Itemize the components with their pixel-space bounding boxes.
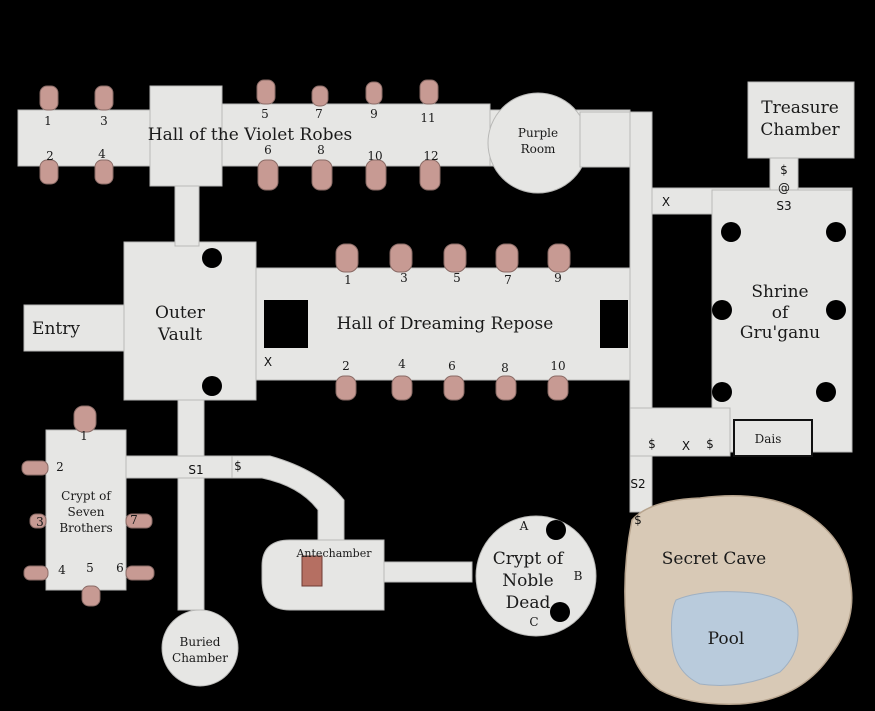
svg-text:6: 6 xyxy=(448,359,456,373)
label-hall-dreaming: Hall of Dreaming Repose xyxy=(337,314,554,334)
svg-text:2: 2 xyxy=(56,460,64,474)
svg-text:1: 1 xyxy=(344,273,352,287)
svg-text:S1: S1 xyxy=(188,463,203,477)
label-crypt-seven-3: Brothers xyxy=(59,521,112,535)
label-crypt-seven-1: Crypt of xyxy=(61,489,112,503)
markers: S1 S2 S3 X X X $ $ $ $ $ @ xyxy=(188,163,791,527)
svg-text:8: 8 xyxy=(317,143,325,157)
svg-text:3: 3 xyxy=(100,114,108,128)
label-shrine-1: Shrine xyxy=(751,282,808,302)
label-entry: Entry xyxy=(32,319,80,339)
svg-text:$: $ xyxy=(234,459,242,473)
svg-text:5: 5 xyxy=(453,271,461,285)
label-noble-3: Dead xyxy=(506,593,551,613)
label-buried-1: Buried xyxy=(180,635,221,649)
svg-text:X: X xyxy=(662,195,670,209)
hall-dreaming-gap-left xyxy=(264,300,308,348)
s1-corridor xyxy=(123,455,235,479)
svg-text:S2: S2 xyxy=(630,477,645,491)
svg-text:1: 1 xyxy=(44,114,52,128)
pool xyxy=(671,591,799,686)
pillars xyxy=(202,222,846,622)
svg-text:2: 2 xyxy=(46,149,54,163)
svg-text:B: B xyxy=(574,569,583,583)
violet-alcoves xyxy=(39,79,441,191)
svg-text:9: 9 xyxy=(370,107,378,121)
svg-text:A: A xyxy=(519,519,529,533)
label-secret-cave: Secret Cave xyxy=(662,549,766,569)
label-crypt-seven-2: Seven xyxy=(68,505,105,519)
entry-room xyxy=(23,304,125,352)
label-shrine-2: of xyxy=(772,303,790,323)
seven-alcoves xyxy=(21,405,155,607)
svg-text:$: $ xyxy=(780,163,788,177)
svg-text:X: X xyxy=(264,355,272,369)
svg-text:@: @ xyxy=(778,181,790,195)
svg-text:5: 5 xyxy=(261,107,269,121)
label-noble-1: Crypt of xyxy=(493,549,565,569)
dreaming-alcoves xyxy=(335,243,571,401)
label-purple-1: Purple xyxy=(518,126,558,140)
label-pool: Pool xyxy=(708,629,745,649)
label-buried-2: Chamber xyxy=(172,651,228,665)
svg-text:7: 7 xyxy=(504,273,512,287)
svg-text:11: 11 xyxy=(420,111,435,125)
svg-text:10: 10 xyxy=(550,359,565,373)
svg-text:6: 6 xyxy=(116,561,124,575)
hall-dreaming-repose xyxy=(255,267,631,381)
svg-text:3: 3 xyxy=(36,515,44,529)
outer-vault xyxy=(123,241,257,401)
svg-text:7: 7 xyxy=(130,513,138,527)
label-hall-violet: Hall of the Violet Robes xyxy=(148,125,353,145)
svg-text:S3: S3 xyxy=(776,199,791,213)
label-outer-vault-2: Vault xyxy=(157,325,202,345)
svg-text:4: 4 xyxy=(398,357,406,371)
buried-chamber xyxy=(161,609,239,687)
vault-connector xyxy=(174,185,200,247)
svg-text:1: 1 xyxy=(80,429,88,443)
south-corridor xyxy=(177,399,205,611)
label-dais: Dais xyxy=(755,432,782,446)
winding-stair xyxy=(231,455,345,547)
label-treasure-1: Treasure xyxy=(761,98,839,118)
label-purple-2: Room xyxy=(521,142,556,156)
svg-text:X: X xyxy=(682,439,690,453)
svg-text:C: C xyxy=(529,615,538,629)
seven-numbers: 1 2 3 4 5 6 7 xyxy=(36,429,138,577)
lower-east-corridor xyxy=(629,407,731,457)
ante-altar xyxy=(301,555,323,587)
svg-text:4: 4 xyxy=(58,563,66,577)
svg-text:$: $ xyxy=(648,437,656,451)
dais xyxy=(733,419,813,457)
svg-text:$: $ xyxy=(634,513,642,527)
violet-numbers: 1 3 5 7 9 11 2 4 6 8 10 12 xyxy=(44,107,438,163)
antechamber xyxy=(261,539,385,611)
label-shrine-3: Gru'ganu xyxy=(740,323,820,343)
svg-text:3: 3 xyxy=(400,271,408,285)
label-noble-2: Noble xyxy=(502,571,554,591)
svg-text:2: 2 xyxy=(342,359,350,373)
svg-text:12: 12 xyxy=(423,149,438,163)
dreaming-numbers: 1 3 5 7 9 2 4 6 8 10 xyxy=(342,271,565,375)
noble-letters: A B C xyxy=(519,519,583,629)
label-treasure-2: Chamber xyxy=(760,120,840,140)
svg-text:10: 10 xyxy=(367,149,382,163)
svg-text:5: 5 xyxy=(86,561,94,575)
ante-connector xyxy=(383,561,473,583)
svg-text:8: 8 xyxy=(501,361,509,375)
svg-text:7: 7 xyxy=(315,107,323,121)
svg-text:9: 9 xyxy=(554,271,562,285)
svg-text:4: 4 xyxy=(98,147,106,161)
treasure-chamber xyxy=(747,81,855,159)
label-outer-vault-1: Outer xyxy=(155,303,206,323)
svg-text:$: $ xyxy=(706,437,714,451)
hall-dreaming-gap-right xyxy=(600,300,628,348)
label-antechamber: Antechamber xyxy=(295,547,372,560)
svg-text:6: 6 xyxy=(264,143,272,157)
